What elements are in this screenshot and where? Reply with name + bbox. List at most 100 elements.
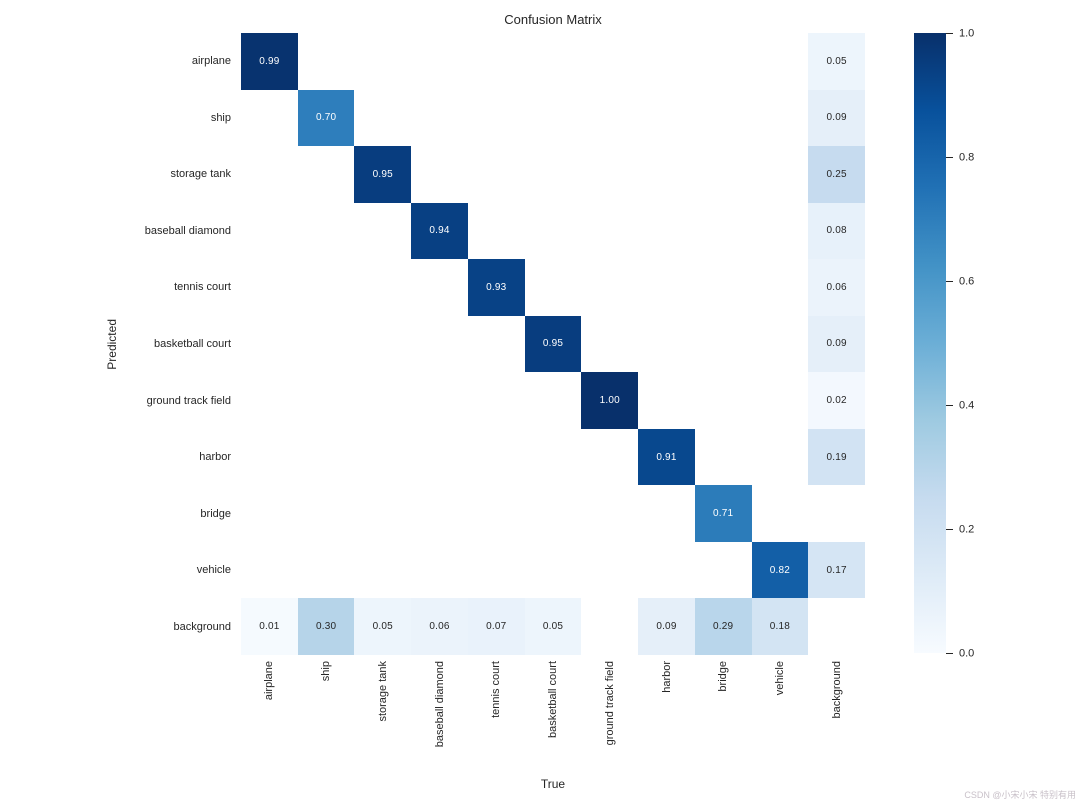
heatmap-cell [581,259,639,316]
heatmap-cell [241,485,298,542]
heatmap-cell [297,428,355,486]
col-label-slot: vehicle [752,661,809,791]
heatmap-cell [411,315,468,373]
heatmap-cell [524,202,582,260]
heatmap-cell [524,33,582,90]
heatmap-cell [411,146,468,203]
heatmap-cell [694,146,752,203]
col-label: baseball diamond [433,661,446,748]
heatmap-cell [467,428,525,486]
colorbar-tick [946,529,953,530]
heatmap-cell [581,485,639,542]
heatmap-cell: 0.18 [751,598,809,655]
heatmap-cell [354,541,412,599]
col-label-slot: ground track field [581,661,638,791]
col-label-slot: ship [298,661,355,791]
col-label-slot: storage tank [354,661,411,791]
heatmap-cell: 0.09 [808,89,865,147]
heatmap-cell [297,202,355,260]
heatmap-cell [694,259,752,316]
heatmap-cell [751,89,809,147]
heatmap-cell [638,202,695,260]
heatmap-cell [354,33,412,90]
row-label: airplane [191,55,231,68]
col-label-slot: airplane [241,661,298,791]
colorbar-tick-label: 0.6 [959,275,975,287]
colorbar-tick [946,281,953,282]
heatmap-cell: 0.05 [524,598,582,655]
row-label: background [173,620,232,633]
colorbar-tick [946,157,953,158]
col-label-slot: background [808,661,865,791]
heatmap-cell [467,33,525,90]
heatmap-cell [751,428,809,486]
col-label-slot: tennis court [468,661,525,791]
heatmap-cell [638,372,695,429]
heatmap-cell: 0.71 [694,485,752,542]
heatmap-cell: 0.29 [694,598,752,655]
heatmap-cell [297,485,355,542]
heatmap-cell: 0.07 [467,598,525,655]
col-label: bridge [717,661,730,692]
heatmap-cell [638,541,695,599]
heatmap-cell: 0.06 [808,259,865,316]
heatmap-cell: 0.93 [467,259,525,316]
colorbar [914,33,946,653]
heatmap-cell [411,33,468,90]
heatmap-cell [581,598,639,655]
heatmap-cell [297,315,355,373]
heatmap-cell [751,202,809,260]
heatmap-cell [411,89,468,147]
heatmap-cell [581,89,639,147]
heatmap-cell: 0.82 [751,541,809,599]
heatmap-cell [751,259,809,316]
row-label: ship [210,111,231,124]
heatmap-cell [581,146,639,203]
heatmap-cell [467,372,525,429]
row-label: tennis court [174,281,231,294]
row-label: baseball diamond [144,224,231,237]
heatmap-cell [354,259,412,316]
col-label: background [830,661,843,719]
col-label-slot: basketball court [525,661,582,791]
heatmap-cell [524,372,582,429]
heatmap-cell [241,146,298,203]
heatmap-cell [354,485,412,542]
heatmap-cell: 0.19 [808,428,865,486]
heatmap-cell [751,315,809,373]
heatmap-cell [354,372,412,429]
colorbar-tick-label: 0.2 [959,523,975,535]
heatmap-cell [638,33,695,90]
heatmap-cell [354,89,412,147]
heatmap-cell [751,372,809,429]
heatmap-cell: 0.02 [808,372,865,429]
heatmap-cell: 0.25 [808,146,865,203]
heatmap-cell [694,89,752,147]
col-label: tennis court [490,661,503,718]
heatmap-cell [467,202,525,260]
heatmap-cell [638,485,695,542]
y-axis-tick-labels: airplane ship storage tank baseball diamond… [0,33,231,655]
heatmap-cell [808,598,865,655]
heatmap-cell [638,259,695,316]
heatmap-cell: 0.95 [524,315,582,373]
heatmap-cell [694,202,752,260]
heatmap-cell: 0.09 [808,315,865,373]
colorbar-tick [946,405,953,406]
heatmap-cell [467,541,525,599]
heatmap-cell: 0.01 [241,598,298,655]
row-label: harbor [199,451,231,464]
colorbar-tick [946,33,953,34]
heatmap-cell: 0.70 [297,89,355,147]
heatmap-cell: 0.05 [354,598,412,655]
heatmap-cell [694,541,752,599]
heatmap-cell [241,89,298,147]
row-label: storage tank [170,168,231,181]
heatmap-cell [694,315,752,373]
col-label-slot: baseball diamond [411,661,468,791]
heatmap-cell [297,259,355,316]
heatmap-cell [524,428,582,486]
